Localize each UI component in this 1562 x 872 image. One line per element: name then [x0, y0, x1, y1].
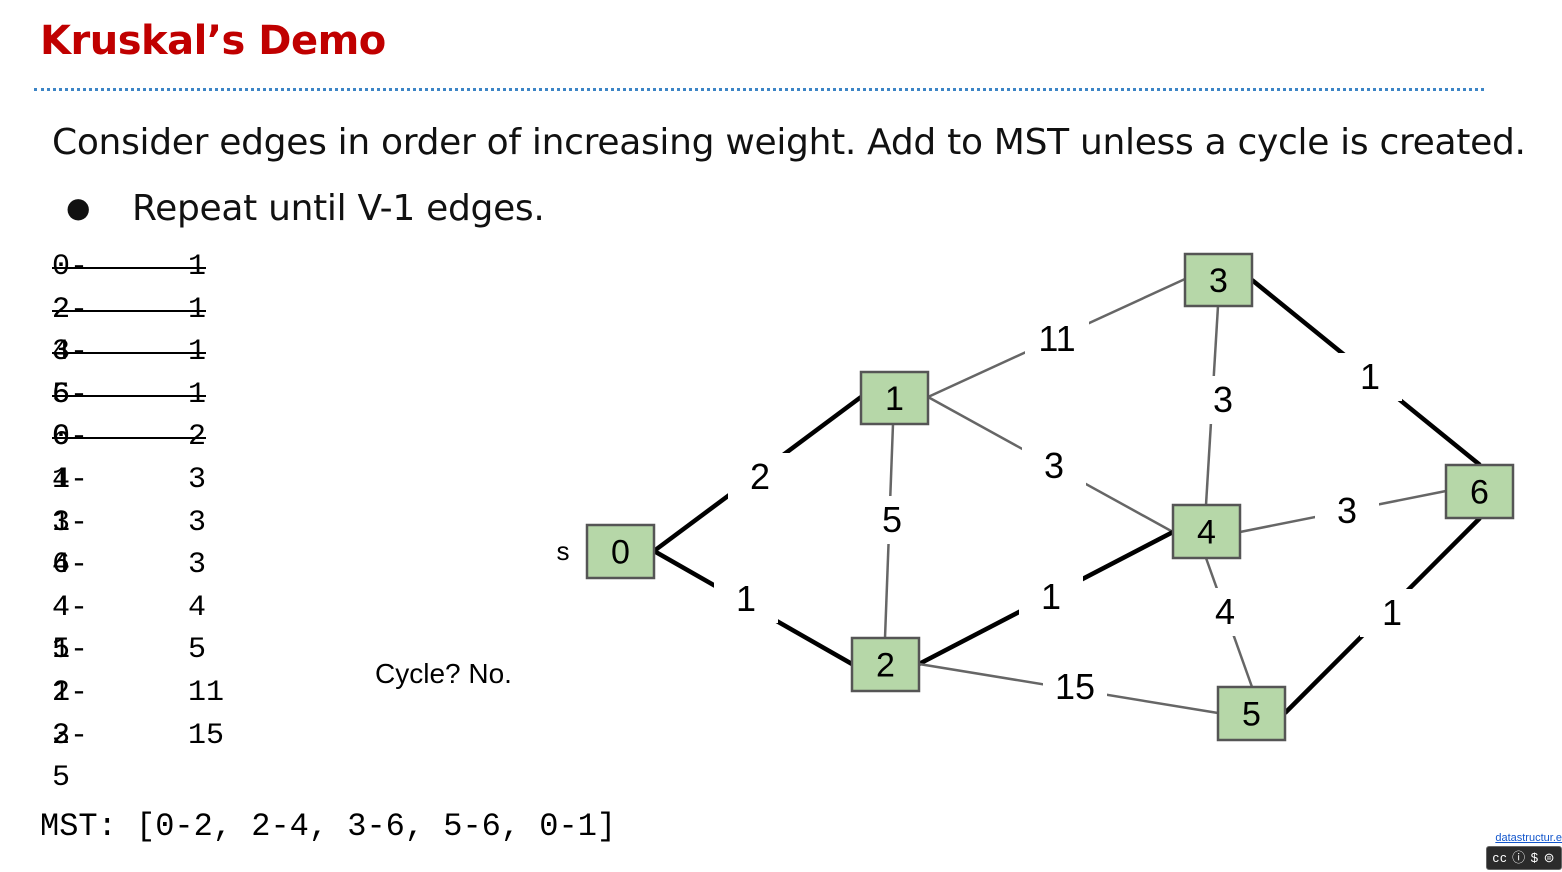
node-label: 2 — [876, 647, 895, 685]
node-box — [1444, 463, 1515, 520]
edge-list-edge: 4-5 — [52, 590, 89, 668]
edge-weight-label: 1 — [1382, 592, 1402, 633]
edge-list-edge: 4-1 — [52, 462, 89, 540]
node-label: 0 — [611, 534, 630, 572]
source-marker: s — [557, 536, 570, 566]
edge-weight-label: 11 — [1038, 318, 1075, 359]
graph-node-3: 3 — [1183, 252, 1254, 308]
node-box — [859, 370, 930, 426]
graph-node-6: 6 — [1444, 463, 1515, 520]
graph-node-5: 5 — [1216, 685, 1287, 742]
edge-weight-backdrop — [1315, 487, 1379, 535]
edge-list-weight: 3 — [188, 462, 207, 497]
bullet-icon: ● — [66, 191, 91, 224]
edge-weight-label: 5 — [882, 499, 902, 540]
graph-node-0: 0 — [585, 523, 656, 580]
edge-weight-backdrop — [1360, 589, 1424, 637]
edge-weight-label: 4 — [1215, 591, 1235, 632]
cycle-check-note: Cycle? No. — [375, 658, 512, 689]
node-label: 3 — [1209, 262, 1228, 300]
edge-list-edge: 3-4 — [52, 505, 89, 583]
edge-weight-label: 1 — [736, 578, 756, 619]
edge-weight-label: 1 — [1360, 356, 1380, 397]
graph-node-2: 2 — [850, 636, 921, 693]
edge-weight-backdrop — [1025, 315, 1089, 363]
edge-weight-backdrop — [860, 496, 924, 544]
node-box — [850, 636, 921, 693]
license-badge-icon: cc ⓘ $ ⊜ — [1486, 846, 1562, 870]
credit-footer: datastructur.e cc ⓘ $ ⊜ — [1486, 832, 1562, 870]
edge-list-edge: 2-5 — [52, 718, 89, 796]
edge-list-edge: 6-4 — [52, 548, 89, 625]
node-label: 4 — [1197, 514, 1216, 552]
node-label: 5 — [1242, 696, 1261, 734]
edge-list-weight: 15 — [188, 718, 225, 753]
node-box — [1216, 685, 1287, 742]
edge-list-weight: 3 — [188, 548, 207, 583]
edge-weight-backdrop — [1022, 442, 1086, 490]
edge-weight-label: 3 — [1044, 445, 1064, 486]
graph-node-4: 4 — [1171, 503, 1242, 560]
node-box — [1171, 503, 1242, 560]
node-label: 1 — [885, 380, 904, 418]
edge-weight-backdrop — [728, 453, 792, 501]
credit-link[interactable]: datastructur.e — [1495, 832, 1562, 844]
edge-weight-backdrop — [1019, 573, 1083, 621]
edge-weight-backdrop — [1338, 353, 1402, 401]
node-box — [585, 523, 656, 580]
edge-weight-label: 1 — [1041, 576, 1061, 617]
edge-weight-backdrop — [1193, 588, 1257, 636]
edge-list-weight: 4 — [188, 590, 207, 625]
node-label: 6 — [1470, 474, 1489, 512]
node-box — [1183, 252, 1254, 308]
slide-title: Kruskal’s Demo — [40, 18, 386, 64]
title-divider — [34, 88, 1484, 91]
edge-weight-label: 3 — [1337, 490, 1357, 531]
edge-weight-backdrop — [1043, 663, 1107, 711]
bullet-item: ● Repeat until V-1 edges. — [66, 188, 545, 229]
edge-list-weight: 5 — [188, 633, 207, 668]
edge-list-weight: 3 — [188, 505, 207, 540]
graph-node-1: 1 — [859, 370, 930, 426]
edge-weight-label: 15 — [1055, 666, 1095, 707]
edge-list-weight: 11 — [188, 675, 225, 710]
edge-list-edge: 1-3 — [52, 675, 89, 753]
graph-nodes: 0 1 2 3 4 5 6 — [585, 252, 1515, 742]
edge-list-edge: 1-2 — [52, 633, 89, 710]
edge-weight-label: 2 — [750, 456, 770, 497]
edge-weight-backdrop — [714, 575, 778, 623]
bullet-text: Repeat until V-1 edges. — [132, 188, 545, 229]
intro-text: Consider edges in order of increasing we… — [52, 122, 1526, 163]
edge-weight-backdrop — [1191, 376, 1255, 424]
edge-weight-label: 3 — [1213, 379, 1233, 420]
mst-result: MST: [0-2, 2-4, 3-6, 5-6, 0-1] — [40, 808, 617, 845]
